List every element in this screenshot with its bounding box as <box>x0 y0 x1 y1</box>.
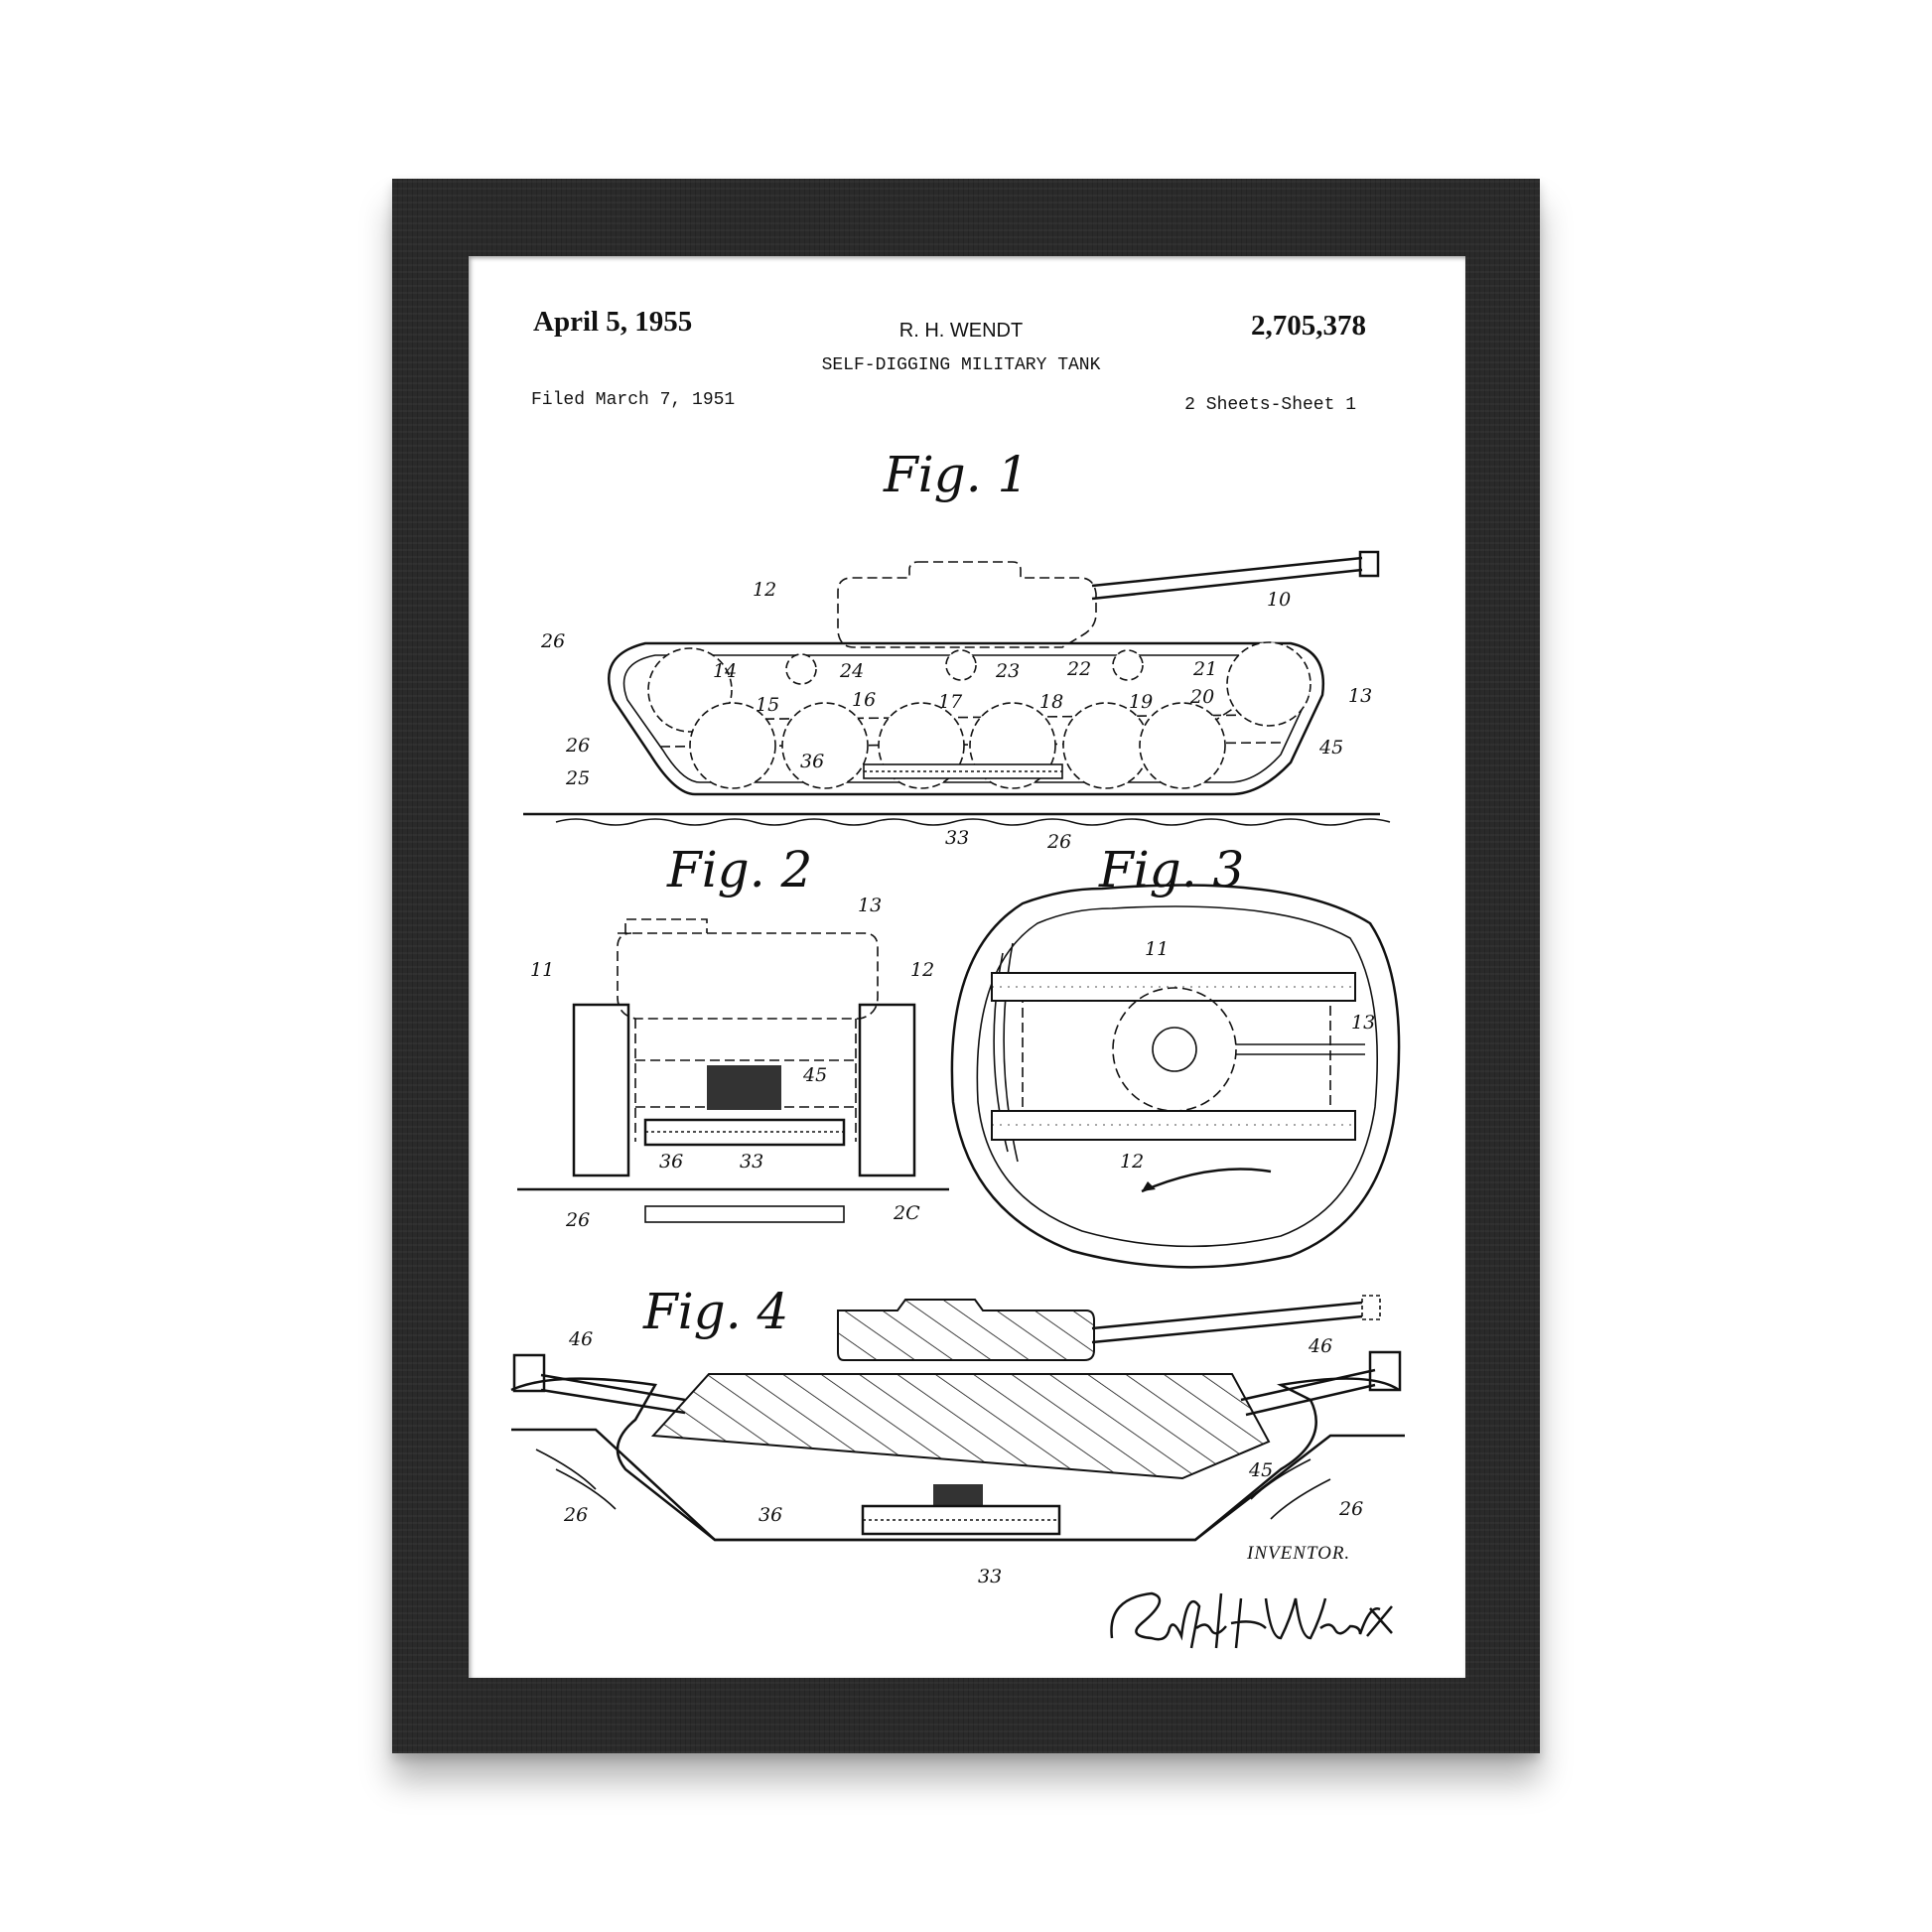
ref-36: 36 <box>759 1504 782 1526</box>
ref-33: 33 <box>740 1151 763 1173</box>
patent-number: 2,705,378 <box>1251 310 1366 342</box>
ref-14: 14 <box>713 660 737 682</box>
fig1-title: Fig. 1 <box>883 446 1029 503</box>
ref-25: 25 <box>565 767 590 789</box>
ref-26c: 26 <box>1046 831 1071 853</box>
ref-11: 11 <box>530 959 554 981</box>
ref-12: 12 <box>910 959 934 981</box>
ref-26: 26 <box>565 1209 590 1231</box>
ref-12: 12 <box>1120 1151 1144 1173</box>
ref-26b: 26 <box>565 735 590 757</box>
patent-date: April 5, 1955 <box>533 306 692 338</box>
fig2-title: Fig. 2 <box>666 841 812 898</box>
figure-3-top-view: Fig. 3 11 13 12 <box>950 841 1401 1269</box>
ref-13: 13 <box>858 895 882 916</box>
figure-4-dug-in-view: Fig. 4 46 46 45 26 26 36 33 <box>510 1283 1405 1587</box>
ref-24: 24 <box>839 660 864 682</box>
black-wood-frame <box>392 179 1540 1753</box>
ref-45: 45 <box>1318 737 1343 759</box>
ref-18: 18 <box>1039 691 1063 713</box>
inventor-label: INVENTOR. <box>1246 1543 1350 1564</box>
ref-19: 19 <box>1129 691 1153 713</box>
ref-26b: 26 <box>1338 1498 1363 1520</box>
ref-46b: 46 <box>1308 1335 1332 1357</box>
ref-11: 11 <box>1145 938 1169 960</box>
fig3-title: Fig. 3 <box>1098 841 1244 898</box>
ref-2c: 2C <box>893 1202 920 1224</box>
figure-1-side-view: Fig. 1 12 26 14 24 23 22 21 10 13 1 <box>523 446 1391 853</box>
ref-22: 22 <box>1066 658 1091 680</box>
ref-45: 45 <box>1248 1459 1273 1481</box>
ref-10: 10 <box>1267 589 1291 611</box>
ref-33: 33 <box>978 1566 1002 1587</box>
sheet-count: 2 Sheets-Sheet 1 <box>1184 395 1356 415</box>
ref-36: 36 <box>800 751 824 772</box>
patent-title: SELF-DIGGING MILITARY TANK <box>822 355 1101 375</box>
figure-2-front-view: Fig. 2 13 11 12 45 36 33 26 2C <box>517 841 949 1231</box>
ref-46: 46 <box>568 1328 593 1350</box>
ref-13: 13 <box>1351 1012 1375 1034</box>
fig4-title: Fig. 4 <box>642 1283 788 1340</box>
ref-45: 45 <box>802 1064 827 1086</box>
ref-15: 15 <box>756 694 779 716</box>
ref-20: 20 <box>1189 686 1214 708</box>
ref-21: 21 <box>1192 658 1217 680</box>
inventor-signature <box>1110 1591 1393 1649</box>
ref-16: 16 <box>852 689 876 711</box>
ref-17: 17 <box>938 691 963 713</box>
ref-23: 23 <box>995 660 1020 682</box>
ref-33: 33 <box>945 827 969 849</box>
ref-26: 26 <box>563 1504 588 1526</box>
ref-36: 36 <box>659 1151 683 1173</box>
inventor-name: R. H. WENDT <box>899 320 1023 342</box>
ref-26: 26 <box>540 630 565 652</box>
ref-13: 13 <box>1348 685 1372 707</box>
ref-12: 12 <box>753 579 776 601</box>
filed-date: Filed March 7, 1951 <box>531 390 735 410</box>
